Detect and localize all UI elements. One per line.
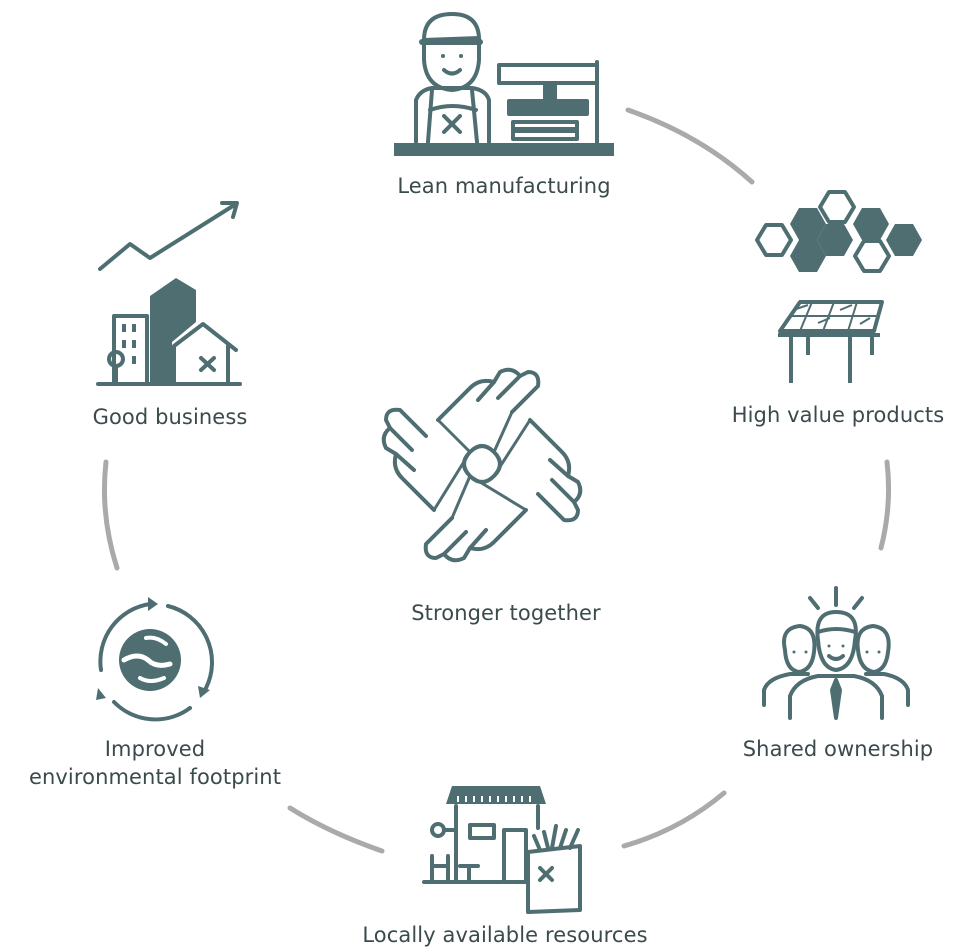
node-label-high-value-products: High value products bbox=[731, 403, 945, 427]
joined-hands-icon bbox=[381, 367, 583, 563]
worker-with-press-icon bbox=[414, 12, 599, 145]
hand-top bbox=[436, 367, 541, 422]
connector-arcs bbox=[101, 107, 892, 854]
recycling-globe-icon bbox=[96, 597, 214, 722]
press-workbench bbox=[394, 143, 614, 156]
node-label-locally-available-resources: Locally available resources bbox=[362, 923, 648, 947]
group-of-people-icon bbox=[762, 586, 910, 720]
arc-env-to-good bbox=[101, 459, 120, 571]
arc-shared-to-local bbox=[621, 790, 727, 849]
arc-local-to-env bbox=[287, 805, 385, 854]
node-label-good-business: Good business bbox=[92, 405, 248, 429]
node-label-improved-line-2: environmental footprint bbox=[28, 765, 282, 789]
hand-bottom bbox=[423, 508, 528, 563]
hand-right bbox=[528, 418, 583, 523]
node-label-shared-ownership: Shared ownership bbox=[742, 737, 934, 761]
hexagon-cluster-and-table-icon bbox=[755, 190, 922, 383]
market-stall-with-bag-icon bbox=[422, 786, 582, 914]
center-label: Stronger together bbox=[411, 601, 601, 625]
node-label-improved-line-1: Improved bbox=[104, 737, 206, 761]
arc-lean-to-hvp bbox=[625, 107, 755, 185]
node-label-lean-manufacturing: Lean manufacturing bbox=[397, 174, 611, 198]
arc-hvp-to-shared bbox=[878, 459, 892, 551]
buildings-with-growth-arrow-icon bbox=[96, 201, 242, 386]
hand-left bbox=[381, 407, 436, 512]
